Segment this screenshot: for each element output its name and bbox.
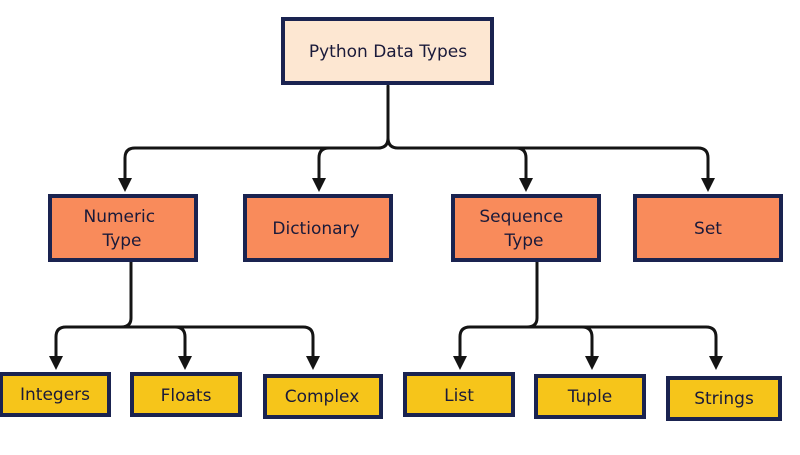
node-sequence-type-box (451, 194, 601, 262)
arrowhead-complex (306, 356, 320, 370)
node-numeric-type-box (48, 194, 198, 262)
arrowhead-dictionary (312, 178, 326, 192)
node-list-label: List (444, 386, 474, 406)
node-numeric-type-label: Numeric Type (84, 207, 161, 251)
connectors-root (118, 84, 715, 192)
arrowhead-integers (49, 356, 63, 370)
connector-root-sequence (386, 136, 528, 182)
node-tuple: Tuple (534, 374, 646, 419)
node-integers: Integers (0, 372, 111, 417)
connector-numeric-floats (119, 325, 187, 360)
node-strings-label: Strings (694, 389, 754, 409)
connector-root-set (514, 146, 710, 182)
connector-sequence-trunk (458, 260, 539, 360)
connectors-numeric (49, 260, 320, 370)
node-floats-label: Floats (161, 386, 212, 406)
arrowhead-tuple (585, 356, 599, 370)
node-set: Set (633, 194, 783, 262)
node-dictionary-box (243, 194, 393, 262)
node-root: Python Data Types (281, 17, 494, 85)
node-complex: Complex (263, 374, 383, 419)
node-complex-box (263, 374, 383, 419)
node-floats: Floats (130, 372, 242, 417)
node-integers-box (0, 372, 111, 417)
node-sequence-type-label: Sequence Type (479, 207, 568, 251)
node-numeric-type: Numeric Type (48, 194, 198, 262)
connector-sequence-tuple (525, 325, 594, 360)
node-tuple-label: Tuple (567, 387, 613, 407)
connector-sequence-strings (580, 325, 718, 360)
node-set-label: Set (694, 219, 722, 239)
arrowhead-floats (178, 356, 192, 370)
node-integers-label: Integers (20, 385, 90, 405)
node-tuple-box (534, 374, 646, 419)
node-sequence-type-line-1: Sequence (479, 207, 563, 227)
node-set-box (633, 194, 783, 262)
node-strings: Strings (666, 376, 782, 421)
node-dictionary: Dictionary (243, 194, 393, 262)
arrowhead-numeric (118, 178, 132, 192)
node-root-box (281, 17, 494, 85)
connectors-sequence (453, 260, 723, 370)
node-strings-box (666, 376, 782, 421)
node-numeric-type-line-1: Numeric (84, 207, 156, 227)
node-sequence-type-line-2: Type (503, 231, 543, 251)
node-list: List (403, 372, 515, 417)
connector-numeric-trunk (54, 260, 133, 360)
connector-root-trunk (123, 84, 390, 182)
node-complex-label: Complex (285, 387, 360, 407)
node-sequence-type: Sequence Type (451, 194, 601, 262)
node-dictionary-label: Dictionary (272, 219, 359, 239)
node-numeric-type-line-2: Type (101, 231, 141, 251)
arrowhead-set (701, 178, 715, 192)
arrowhead-sequence (519, 178, 533, 192)
arrowhead-list (453, 356, 467, 370)
arrowhead-strings (709, 356, 723, 370)
connector-numeric-complex (173, 325, 315, 360)
connector-root-dictionary (317, 146, 380, 182)
node-root-label: Python Data Types (309, 42, 467, 62)
node-floats-box (130, 372, 242, 417)
node-list-box (403, 372, 515, 417)
